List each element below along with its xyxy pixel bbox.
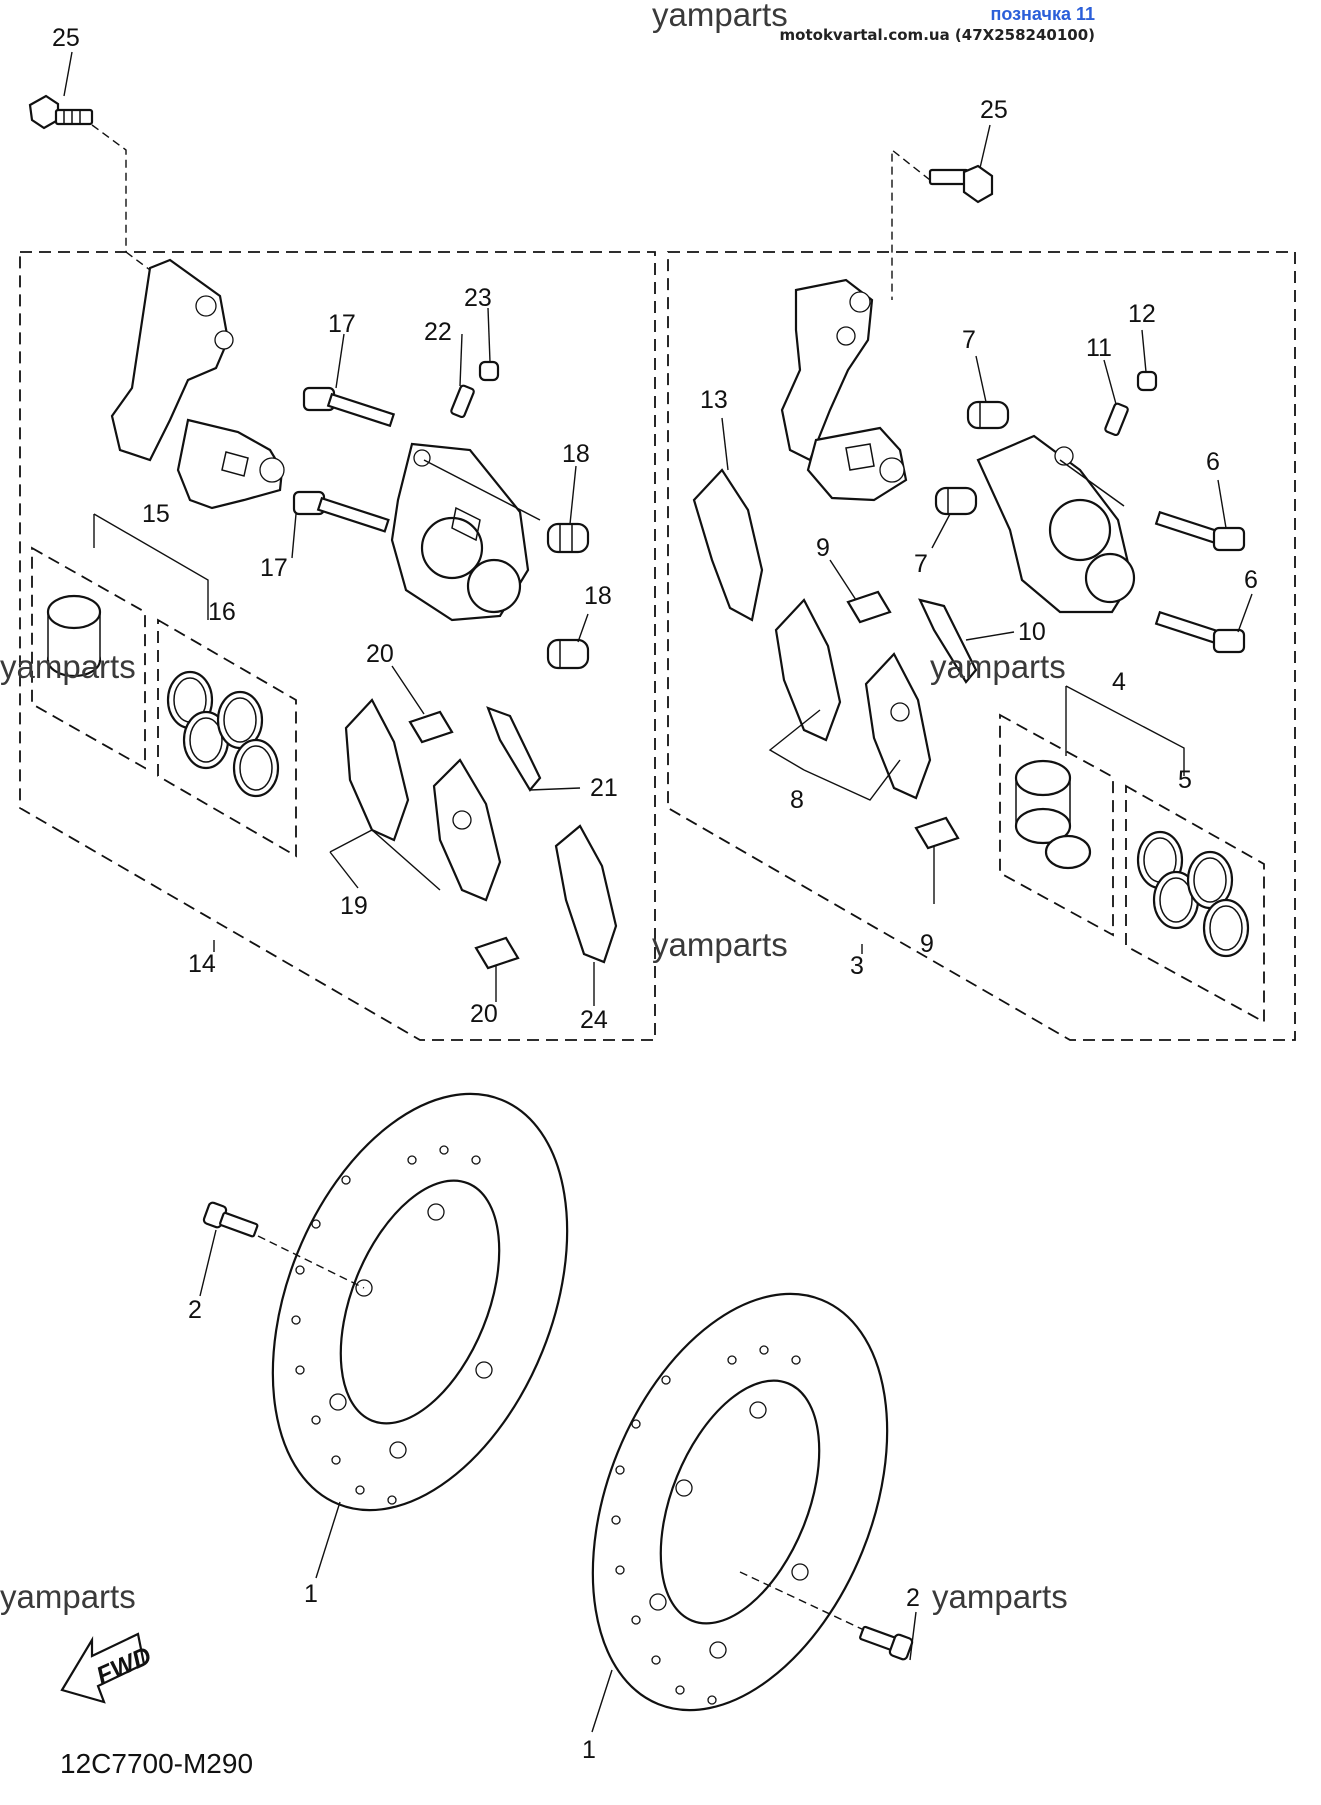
cap-12 [1136,370,1158,392]
group-box-3 [667,251,1296,1041]
clip-20-upper [408,710,454,744]
label-1-left: 1 [304,1580,318,1608]
caliper-body-right [976,434,1136,614]
label-18-upper: 18 [562,440,590,468]
boot-7-lower [934,486,978,516]
fwd-arrow-icon: FWD [60,1632,156,1704]
label-14: 14 [188,950,216,978]
leader-lines-right [721,329,1253,954]
watermark-top: yamparts [652,0,788,33]
label-22: 22 [424,318,452,346]
label-2-left: 2 [188,1296,202,1324]
diagram-code: 12C7700-M290 [60,1748,254,1779]
label-12: 12 [1128,300,1156,328]
label-8: 8 [790,786,804,814]
pads-19 [344,698,502,902]
label-6-lower: 6 [1244,566,1258,594]
label-16: 16 [208,598,236,626]
label-7-lower: 7 [914,550,928,578]
clip-20-lower [474,936,520,970]
label-7-upper: 7 [962,326,976,354]
label-17-lower: 17 [260,554,288,582]
bolt-25-right [928,164,994,204]
piston-15 [46,594,102,678]
label-25-right: 25 [980,96,1008,124]
label-9-upper: 9 [816,534,830,562]
cap-23 [478,360,500,382]
clip-9-upper [846,590,892,624]
label-15: 15 [142,500,170,528]
watermark-bottom-right: yamparts [932,1578,1068,1615]
label-24: 24 [580,1006,608,1034]
piston-4 [1014,759,1092,870]
label-20-lower: 20 [470,1000,498,1028]
pin-17-lower [292,490,390,533]
label-6-upper: 6 [1206,448,1220,476]
bleed-screw-11 [1104,402,1129,437]
label-13: 13 [700,386,728,414]
boot-18-upper [546,522,590,554]
label-20-upper: 20 [366,640,394,668]
group-box-4 [999,713,1114,937]
leader-lines-discs [199,1229,917,1733]
boot-7-upper [966,400,1010,430]
watermark-bottom-left: yamparts [0,1578,136,1615]
seals-16 [166,670,280,798]
group-box-5 [1125,784,1265,1024]
label-4: 4 [1112,668,1126,696]
label-11: 11 [1086,334,1112,362]
pin-17-upper [302,386,396,428]
label-5: 5 [1178,766,1192,794]
brake-disc-1-left [271,1092,569,1512]
watermark-center: yamparts [652,926,788,963]
spring-21 [486,706,542,792]
boot-18-lower [546,638,590,670]
label-9-lower: 9 [920,930,934,958]
clip-9-lower [914,816,960,850]
label-3: 3 [850,952,864,980]
bleed-screw-22 [450,384,475,419]
disc-bolt-2-left [202,1201,259,1238]
label-18-lower: 18 [584,582,612,610]
group-box-14 [19,251,656,1041]
pads-8 [774,598,932,800]
shim-24 [554,824,618,964]
label-19: 19 [340,892,368,920]
designation-title: позначка 11 [990,4,1095,24]
source-caption: motokvartal.com.ua (47X258240100) [779,26,1095,44]
label-10: 10 [1018,618,1046,646]
group-box-15 [31,546,146,770]
label-1-right: 1 [582,1736,596,1764]
spring-10 [918,598,978,684]
disc-bolt-2-right [859,1625,914,1661]
caliper-body-left [390,442,541,622]
group-box-16 [157,618,297,858]
bolt-25-left [28,94,94,130]
leader-lines-left [63,51,595,1006]
brake-disc-1-right [591,1292,889,1712]
pin-6-lower [1154,610,1246,654]
pin-6-upper [1154,510,1246,552]
watermark-right-mid: yamparts [930,648,1066,685]
label-21: 21 [590,774,618,802]
label-2-right: 2 [906,1584,920,1612]
caliper-bracket-left [110,258,285,510]
shim-13 [692,468,764,622]
seals-5 [1136,830,1250,958]
label-23: 23 [464,284,492,312]
label-17-upper: 17 [328,310,356,338]
label-25-left: 25 [52,24,80,52]
caliper-bracket-right [780,278,908,502]
watermark-left-mid: yamparts [0,648,136,685]
